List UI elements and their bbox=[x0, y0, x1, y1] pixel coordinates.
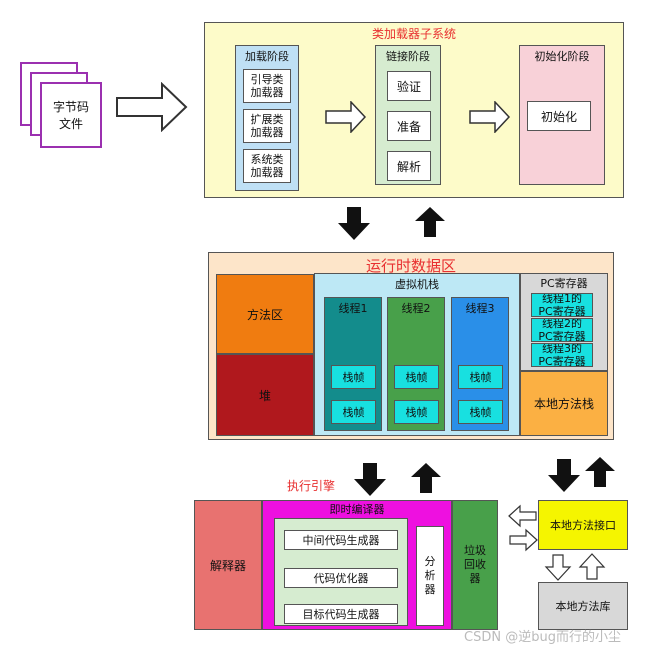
frame-label: 栈帧 bbox=[469, 370, 492, 384]
native-method-library-label: 本地方法库 bbox=[555, 600, 611, 613]
linking-phase-title: 链接阶段 bbox=[386, 50, 430, 63]
arrow-up-library-interface bbox=[578, 553, 606, 580]
frame-label: 栈帧 bbox=[469, 405, 492, 419]
pc-register-1: 线程1的 PC寄存器 bbox=[531, 293, 593, 317]
execution-engine-title: 执行引擎 bbox=[286, 478, 335, 493]
extension-classloader-label: 扩展类 加载器 bbox=[250, 113, 284, 139]
thread-3-frame-2: 栈帧 bbox=[458, 400, 503, 424]
init-phase-title: 初始化阶段 bbox=[534, 50, 590, 63]
resolve-step: 解析 bbox=[387, 151, 431, 181]
arrow-to-classloader bbox=[116, 82, 188, 132]
garbage-collector-label: 垃圾 回收 器 bbox=[464, 544, 486, 585]
arrow-loading-to-linking bbox=[325, 101, 367, 133]
thread-2-frame-2: 栈帧 bbox=[394, 400, 439, 424]
code-optimizer: 代码优化器 bbox=[284, 568, 398, 588]
bootstrap-classloader: 引导类 加载器 bbox=[243, 69, 291, 103]
native-method-interface: 本地方法接口 bbox=[538, 500, 628, 550]
jit-compiler-title: 即时编译器 bbox=[329, 503, 385, 516]
interpreter: 解释器 bbox=[194, 500, 262, 630]
runtime-title: 运行时数据区 bbox=[365, 256, 456, 275]
class-loader-subsystem: 类加载器子系统 加载阶段 引导类 加载器 扩展类 加载器 系统类 加载器 链接阶… bbox=[204, 22, 624, 198]
thread-1-frame-2: 栈帧 bbox=[331, 400, 376, 424]
verify-step: 验证 bbox=[387, 71, 431, 101]
arrow-down-classloader-runtime bbox=[338, 207, 370, 240]
native-method-stack: 本地方法栈 bbox=[520, 371, 608, 436]
arrow-up-engine-runtime bbox=[411, 463, 441, 493]
bootstrap-classloader-label: 引导类 加载器 bbox=[250, 73, 284, 99]
extension-classloader: 扩展类 加载器 bbox=[243, 109, 291, 143]
thread-2-frame-1: 栈帧 bbox=[394, 365, 439, 389]
intermediate-code-generator-label: 中间代码生成器 bbox=[302, 533, 380, 547]
vm-stack-title: 虚拟机栈 bbox=[395, 278, 439, 291]
pc-register-3-label: 线程3的 PC寄存器 bbox=[538, 343, 586, 367]
arrow-up-runtime-classloader bbox=[415, 207, 445, 237]
bytecode-label-1: 字节码 bbox=[52, 100, 89, 114]
pc-register-title: PC寄存器 bbox=[540, 277, 588, 290]
arrow-down-runtime-native bbox=[548, 459, 580, 492]
analyzer-label: 分 析 器 bbox=[424, 555, 436, 596]
thread-3-label: 线程3 bbox=[465, 302, 495, 315]
verify-label: 验证 bbox=[396, 79, 421, 94]
thread-2-label: 线程2 bbox=[401, 302, 431, 315]
resolve-label: 解析 bbox=[396, 159, 421, 174]
init-label: 初始化 bbox=[540, 109, 577, 124]
heap: 堆 bbox=[216, 354, 314, 436]
heap-label: 堆 bbox=[258, 388, 271, 403]
native-method-interface-label: 本地方法接口 bbox=[550, 519, 616, 532]
arrow-engine-native-bidirectional bbox=[508, 504, 538, 552]
frame-label: 栈帧 bbox=[405, 370, 428, 384]
system-classloader: 系统类 加载器 bbox=[243, 149, 291, 183]
bytecode-label-2: 文件 bbox=[58, 117, 83, 131]
code-optimizer-label: 代码优化器 bbox=[313, 571, 369, 585]
analyzer: 分 析 器 bbox=[416, 526, 444, 626]
intermediate-code-generator: 中间代码生成器 bbox=[284, 530, 398, 550]
system-classloader-label: 系统类 加载器 bbox=[250, 153, 284, 179]
pc-register-2: 线程2的 PC寄存器 bbox=[531, 318, 593, 342]
native-method-library: 本地方法库 bbox=[538, 582, 628, 630]
prepare-step: 准备 bbox=[387, 111, 431, 141]
target-code-generator-label: 目标代码生成器 bbox=[302, 607, 380, 621]
thread-1-label: 线程1 bbox=[338, 302, 368, 315]
watermark: CSDN @逆bug而行的小尘 bbox=[464, 630, 621, 645]
garbage-collector: 垃圾 回收 器 bbox=[452, 500, 498, 630]
frame-label: 栈帧 bbox=[342, 405, 365, 419]
arrow-up-native-runtime bbox=[585, 457, 615, 487]
arrow-down-runtime-engine bbox=[354, 463, 386, 496]
loading-phase-title: 加载阶段 bbox=[245, 50, 289, 63]
method-area: 方法区 bbox=[216, 274, 314, 354]
frame-label: 栈帧 bbox=[405, 405, 428, 419]
thread-1-frame-1: 栈帧 bbox=[331, 365, 376, 389]
target-code-generator: 目标代码生成器 bbox=[284, 604, 398, 624]
arrow-linking-to-init bbox=[469, 101, 511, 133]
bytecode-file: 字节码 文件 bbox=[40, 82, 102, 148]
interpreter-label: 解释器 bbox=[209, 558, 246, 573]
init-step: 初始化 bbox=[527, 101, 591, 131]
arrow-down-interface-library bbox=[544, 554, 572, 581]
frame-label: 栈帧 bbox=[342, 370, 365, 384]
method-area-label: 方法区 bbox=[246, 307, 283, 322]
pc-register-2-label: 线程2的 PC寄存器 bbox=[538, 318, 586, 342]
pc-register-1-label: 线程1的 PC寄存器 bbox=[538, 293, 586, 317]
pc-register-3: 线程3的 PC寄存器 bbox=[531, 343, 593, 367]
class-loader-title: 类加载器子系统 bbox=[371, 26, 456, 41]
thread-3-frame-1: 栈帧 bbox=[458, 365, 503, 389]
native-method-stack-label: 本地方法栈 bbox=[533, 397, 594, 411]
prepare-label: 准备 bbox=[396, 119, 421, 134]
